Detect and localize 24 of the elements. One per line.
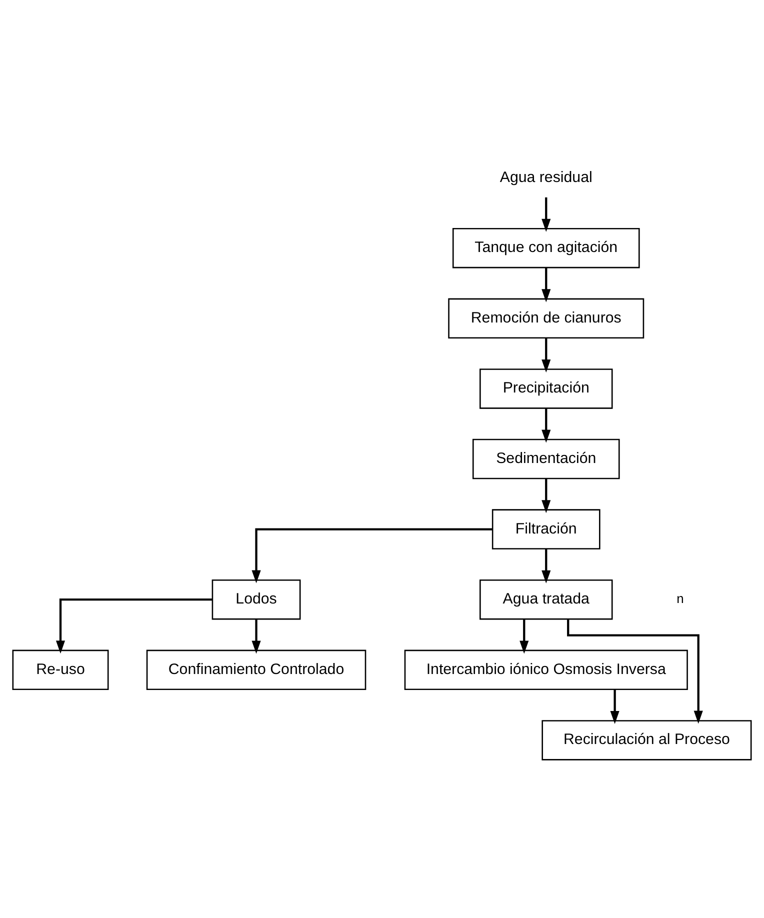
arrow — [542, 338, 551, 372]
node-box: Agua tratada — [480, 579, 613, 620]
arrow — [252, 528, 492, 584]
arrow — [542, 408, 551, 443]
arrow — [56, 598, 212, 654]
arrow — [520, 619, 529, 654]
node-box: Recirculación al Proceso — [542, 720, 752, 760]
label: n — [676, 590, 684, 606]
node-box: Confinamiento Controlado — [146, 650, 366, 690]
arrow — [542, 548, 551, 584]
arrow — [542, 268, 551, 302]
node-box: Lodos — [212, 579, 301, 620]
node-box: Intercambio iónico Osmosis Inversa — [404, 650, 688, 690]
node-box: Precipitación — [480, 368, 613, 409]
node-box: Filtración — [492, 509, 600, 550]
node-box: Tanque con agitación — [452, 228, 640, 268]
arrow — [252, 619, 261, 654]
arrow — [542, 197, 551, 232]
arrow — [610, 690, 620, 724]
node-box: Sedimentación — [472, 438, 620, 480]
arrow — [542, 478, 551, 514]
node-text: Agua residual — [500, 168, 592, 186]
node-box: Remoción de cianuros — [448, 298, 644, 339]
node-box: Re-uso — [12, 650, 109, 690]
